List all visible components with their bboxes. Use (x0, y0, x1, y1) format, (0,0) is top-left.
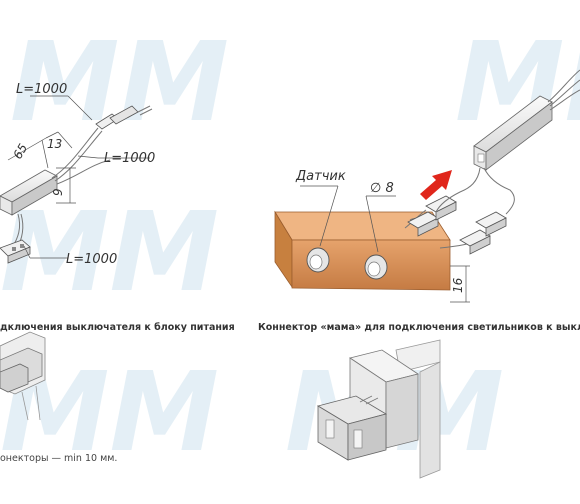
dimension-lines-left (7, 95, 150, 259)
label-diameter: ∅ 8 (370, 181, 394, 196)
svg-text:MM: MM (10, 18, 229, 146)
label-sensor: Датчик (295, 169, 346, 184)
label-dim-65: 65 (10, 141, 30, 161)
sensor-left (306, 247, 330, 273)
note-min-distance: онекторы — min 10 мм. (0, 453, 118, 464)
watermark-mid-left: MM (0, 188, 219, 316)
power-unit-diagram: L=1000 13 65 L=1000 9 L=1000 (0, 82, 155, 267)
label-dim-9: 9 (51, 188, 65, 196)
caption-left: дключения выключателя к блоку питания (0, 322, 235, 333)
connector-bottom (0, 239, 31, 264)
switch-unit-cables (435, 69, 580, 215)
label-dim-13: 13 (47, 137, 62, 151)
label-l-bottom: L=1000 (66, 252, 117, 267)
sensor-diagram: Датчик ∅ 8 16 (274, 69, 580, 303)
watermark-top-left: MM (10, 18, 229, 146)
connector-female (459, 211, 507, 255)
dimension-lines-right (300, 185, 470, 303)
power-unit-box (0, 169, 58, 216)
connector-top (95, 105, 153, 130)
label-dim-16: 16 (451, 277, 465, 293)
label-l-mid: L=1000 (104, 151, 155, 166)
switch-unit-box (473, 95, 553, 171)
svg-text:MM: MM (0, 188, 219, 316)
female-connector-diagram (316, 339, 441, 479)
output-cables (51, 127, 111, 185)
profile-connector-diagram (0, 331, 46, 421)
label-l-top: L=1000 (16, 82, 67, 97)
red-arrow-icon (420, 170, 452, 200)
sensor-right (364, 254, 388, 280)
connector-male (407, 195, 457, 237)
caption-right: Коннектор «мама» для подключения светиль… (258, 322, 580, 333)
